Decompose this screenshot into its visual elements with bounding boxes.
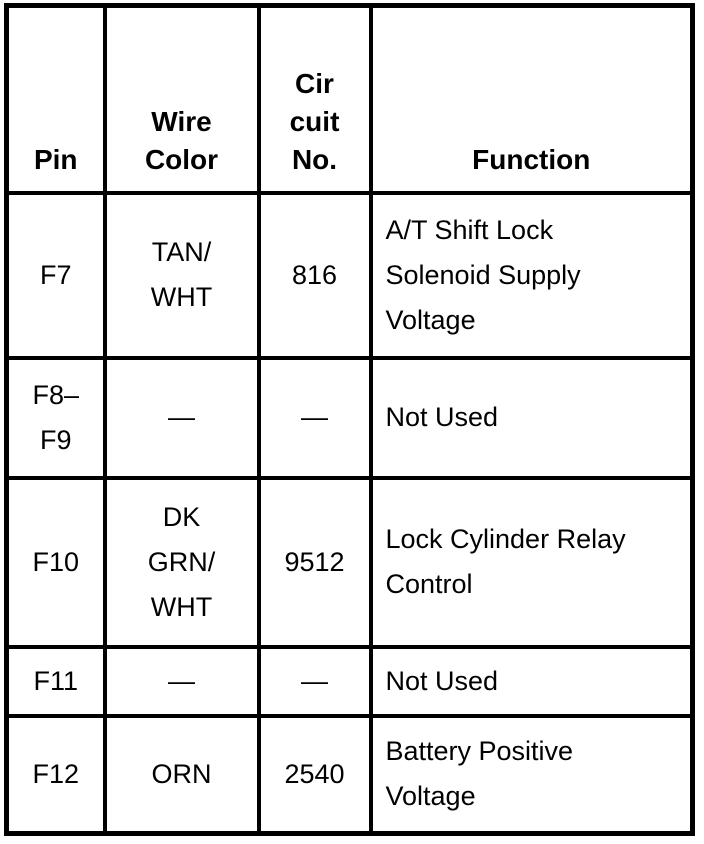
table-row-f10: F10 DK GRN/ WHT 9512 Lock Cylinder Relay… <box>4 475 695 649</box>
cell-circuit-no: — <box>256 644 373 718</box>
cell-wire-color: — <box>102 355 261 480</box>
cell-circuit-no: — <box>256 355 373 480</box>
cell-pin: F10 <box>4 475 107 649</box>
cell-pin: F8– F9 <box>4 355 107 480</box>
cell-function: Not Used <box>368 355 695 480</box>
cell-wire-color: — <box>102 644 261 718</box>
cell-wire-color: TAN/ WHT <box>102 190 261 360</box>
table-row-f11: F11 — — Not Used <box>4 644 695 718</box>
header-pin: Pin <box>4 3 107 195</box>
header-wire-color: Wire Color <box>102 3 261 195</box>
cell-pin: F7 <box>4 190 107 360</box>
cell-function: Battery Positive Voltage <box>368 713 695 836</box>
header-row: Pin Wire Color Cir cuit No. Function <box>4 3 695 195</box>
pinout-table: Pin Wire Color Cir cuit No. Function F7 … <box>4 3 695 836</box>
cell-pin: F12 <box>4 713 107 836</box>
cell-function: Lock Cylinder Relay Control <box>368 475 695 649</box>
cell-pin: F11 <box>4 644 107 718</box>
header-function: Function <box>368 3 695 195</box>
cell-function: Not Used <box>368 644 695 718</box>
cell-circuit-no: 816 <box>256 190 373 360</box>
table-row-f8-f9: F8– F9 — — Not Used <box>4 355 695 480</box>
table-row-f7: F7 TAN/ WHT 816 A/T Shift Lock Solenoid … <box>4 190 695 360</box>
table-row-f12: F12 ORN 2540 Battery Positive Voltage <box>4 713 695 836</box>
cell-wire-color: ORN <box>102 713 261 836</box>
cell-function: A/T Shift Lock Solenoid Supply Voltage <box>368 190 695 360</box>
header-circuit-no: Cir cuit No. <box>256 3 373 195</box>
cell-circuit-no: 2540 <box>256 713 373 836</box>
cell-wire-color: DK GRN/ WHT <box>102 475 261 649</box>
cell-circuit-no: 9512 <box>256 475 373 649</box>
